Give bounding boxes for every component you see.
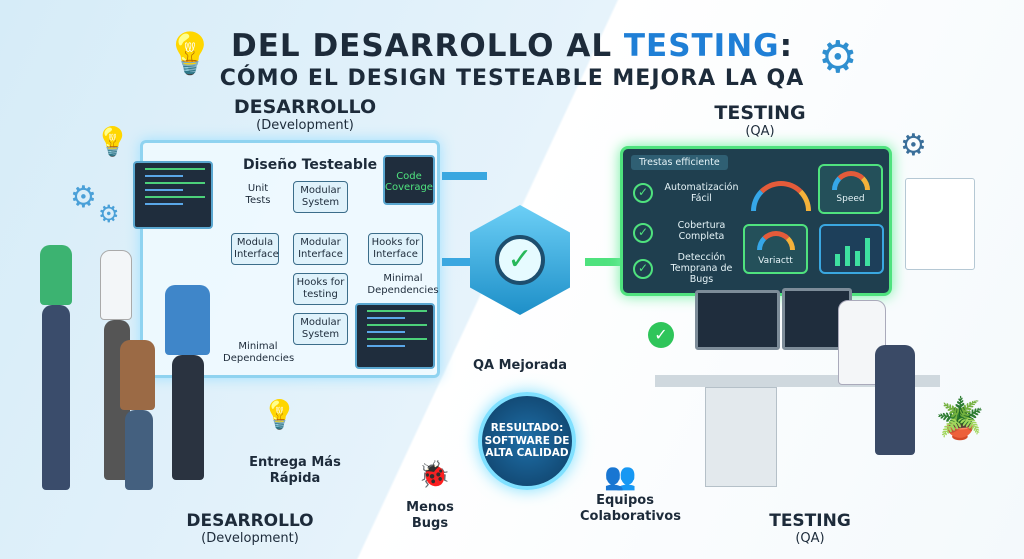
arrow-left	[585, 258, 620, 266]
dashboard-item: Detección Temprana de Bugs	[670, 252, 733, 285]
lightbulb-icon: 💡	[262, 398, 297, 431]
gear-check-icon: ⚙	[818, 32, 858, 83]
variact-label: Variactt	[758, 256, 793, 266]
monitor	[695, 290, 780, 350]
bug-icon: 🐞	[418, 460, 451, 490]
bar-chart-card	[819, 224, 884, 274]
dashboard-item: Cobertura Completa	[677, 220, 726, 242]
person-developer	[100, 250, 132, 320]
check-icon: ✓	[633, 183, 653, 203]
benefit-fewer-bugs: Menos Bugs	[406, 500, 454, 531]
lightbulb-icon: 💡	[95, 125, 130, 158]
dashboard-item: Automatización Fácil	[664, 182, 739, 204]
gauge-icon	[757, 231, 795, 250]
development-footer: DESARROLLO(Development)	[186, 511, 314, 546]
lightbulb-icon: 💡	[165, 31, 215, 77]
node-modular-system-2: Modular System	[293, 313, 348, 345]
node-modula-interface: Modula Interface	[231, 233, 279, 265]
result-badge: RESULTADO: SOFTWARE DE ALTA CALIDAD	[478, 392, 576, 490]
benefit-faster-delivery: Entrega Más Rápida	[249, 455, 341, 486]
testing-heading: TESTING(QA)	[714, 102, 806, 139]
gear-icon: ⚙	[98, 200, 120, 228]
bar	[855, 251, 860, 266]
node-hooks-testing: Hooks for testing	[293, 273, 348, 305]
benefit-collaborative-teams: Equipos Colaborativos	[580, 493, 681, 524]
speed-label: Speed	[836, 194, 865, 204]
whiteboard-title: Diseño Testeable	[243, 157, 378, 173]
title-line-2: CÓMO EL DESIGN TESTEABLE MEJORA LA QA	[219, 66, 805, 91]
speed-card: Speed	[818, 164, 883, 214]
node-hooks-interface: Hooks for Interface	[368, 233, 423, 265]
testing-footer: TESTING(QA)	[769, 511, 851, 546]
minimal-dependencies-label: Minimal Dependencies	[223, 341, 295, 364]
person-presenter	[172, 355, 204, 480]
whiteboard: Diseño Testeable Code Coverage Unit Test…	[133, 140, 440, 378]
code-coverage-panel: Code Coverage	[383, 155, 435, 205]
arrow-right	[442, 172, 487, 180]
node-modular-interface: Modular Interface	[293, 233, 348, 265]
bar	[835, 254, 840, 266]
variact-card: Variactt	[743, 224, 808, 274]
check-icon: ✓	[633, 259, 653, 279]
unit-tests-label: Unit Tests	[245, 183, 271, 206]
minimal-dependencies-label: Minimal Dependencies	[367, 273, 439, 296]
monitor	[782, 288, 852, 350]
magnifier-check-icon: ✓	[495, 235, 545, 285]
gear-icon: ⚙	[900, 128, 927, 163]
team-icon: 👥	[604, 462, 637, 492]
code-window	[133, 161, 213, 229]
qa-improved-label: QA Mejorada	[472, 358, 568, 373]
title-line-1: DEL DESARROLLO AL TESTING:	[231, 28, 793, 64]
code-window	[355, 303, 435, 369]
desk-drawers	[705, 387, 777, 487]
node-modular-system: Modular System	[293, 181, 348, 213]
gear-icon: ⚙	[70, 180, 97, 215]
gauge-icon	[751, 181, 811, 211]
gauge-icon	[832, 171, 870, 190]
person-child	[125, 410, 153, 490]
check-icon: ✓	[648, 322, 674, 348]
plant-icon: 🪴	[935, 396, 985, 442]
office-chair	[875, 345, 915, 455]
check-icon: ✓	[633, 223, 653, 243]
testing-dashboard: Trestas efficiente ✓ Automatización Fáci…	[620, 146, 892, 296]
bar	[845, 246, 850, 266]
development-heading: DESARROLLO(Development)	[233, 96, 377, 133]
person-presenter	[165, 285, 210, 355]
person-developer	[40, 245, 72, 305]
person-child	[120, 340, 155, 410]
person-developer	[42, 305, 70, 490]
dashboard-header: Trestas efficiente	[631, 155, 728, 170]
bar	[865, 238, 870, 266]
arrow-right	[442, 258, 477, 266]
report-chart	[905, 178, 975, 270]
